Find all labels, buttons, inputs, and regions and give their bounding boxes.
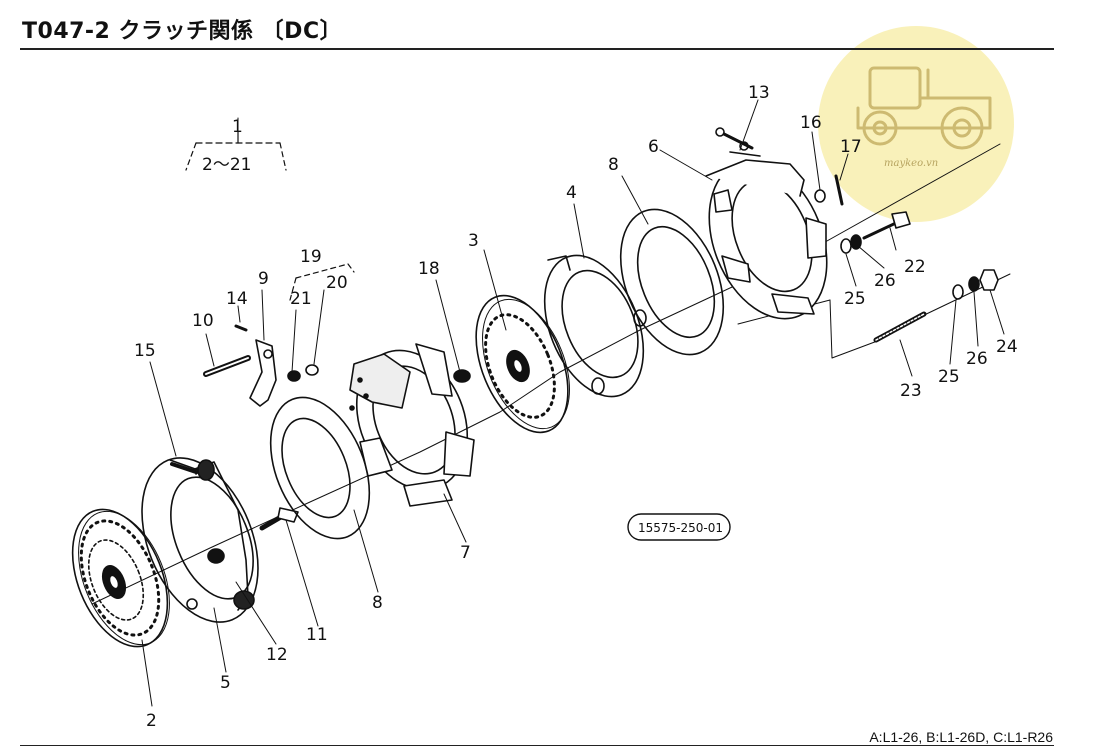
callout-1: 1: [232, 117, 243, 137]
callout-26-lower: 26: [966, 349, 988, 369]
callout-3: 3: [468, 231, 479, 251]
callout-26-upper: 26: [874, 271, 896, 291]
part-26-washer-lower: [968, 276, 980, 292]
applicability-note: A:L1-26, B:L1-26D, C:L1-R26: [869, 729, 1053, 745]
callout-8-left: 8: [372, 593, 383, 613]
callout-16: 16: [800, 113, 822, 133]
callout-6: 6: [648, 137, 659, 157]
part-10-shaft: [203, 355, 251, 377]
drawing-code-text: 15575-250-01: [638, 521, 723, 535]
part-15-pin: [169, 459, 199, 474]
part-8-plate-left: [269, 396, 371, 540]
callout-15: 15: [134, 341, 156, 361]
part-7-intermediate-plate: [349, 343, 475, 507]
callout-2: 2: [146, 711, 157, 731]
callout-21: 21: [290, 289, 312, 309]
drawing-code-tag: [627, 513, 731, 541]
part-11-bolt: [259, 507, 299, 531]
callout-11: 11: [306, 625, 328, 645]
group-bracket-19: [289, 263, 355, 301]
part-5-clutch-cover: [141, 457, 259, 623]
leader-lines: [141, 99, 1005, 707]
part-22-bolt: [862, 211, 911, 240]
tractor-icon: [856, 66, 992, 150]
callout-14: 14: [226, 289, 248, 309]
bottom-divider: [20, 745, 1054, 746]
callout-7: 7: [460, 543, 471, 563]
part-23-stud: [873, 311, 927, 343]
callout-5: 5: [220, 673, 231, 693]
part-2-clutch-disc: [71, 508, 170, 648]
group-bracket-1: [185, 131, 287, 171]
part-14-pin: [234, 324, 248, 332]
callout-17: 17: [840, 137, 862, 157]
callout-19: 19: [300, 247, 322, 267]
part-25-washer-upper: [840, 238, 852, 254]
callout-24: 24: [996, 337, 1018, 357]
part-4-pressure-plate: [543, 254, 647, 398]
part-18-collar: [453, 369, 471, 383]
callout-18: 18: [418, 259, 440, 279]
part-13-bolt: [715, 127, 754, 150]
part-16-washer: [814, 189, 826, 203]
part-17-spring-pin: [834, 174, 844, 206]
callout-group-range: 2～21: [202, 155, 251, 175]
callout-23: 23: [900, 381, 922, 401]
part-26-washer-upper: [850, 234, 862, 250]
callout-22: 22: [904, 257, 926, 277]
callout-25-upper: 25: [844, 289, 866, 309]
callout-10: 10: [192, 311, 214, 331]
callout-13: 13: [748, 83, 770, 103]
callout-9: 9: [258, 269, 269, 289]
part-9-release-lever: [249, 339, 277, 407]
page-title: T047-2 クラッチ関係 〔DC〕: [22, 19, 343, 44]
part-12-bolt: [207, 548, 225, 564]
title-divider: [20, 48, 1054, 50]
part-20-bolt: [305, 364, 319, 376]
part-3-friction-disc: [475, 294, 570, 434]
part-24-nut: [979, 269, 999, 291]
callout-labels: 1 2～21 2 3 4 5 6 7 8 8 9 10 11 12 13 14 …: [134, 83, 1018, 731]
part-25-washer-lower: [952, 284, 964, 300]
watermark-text: maykeo.vn: [884, 158, 939, 169]
part-21-nut: [287, 370, 301, 382]
part-8-plate-right: [619, 208, 725, 356]
callout-4: 4: [566, 183, 577, 203]
callout-25-lower: 25: [938, 367, 960, 387]
part-6-clutch-housing: [705, 141, 828, 320]
callout-8-right: 8: [608, 155, 619, 175]
callout-20: 20: [326, 273, 348, 293]
callout-12: 12: [266, 645, 288, 665]
assembly-axis: [91, 143, 1011, 605]
